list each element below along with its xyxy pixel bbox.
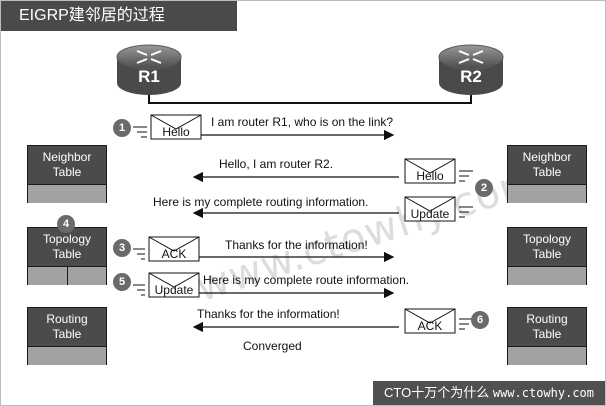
envelope-hello-1-label: Hello <box>162 125 190 139</box>
router-link <box>148 85 472 104</box>
step-4-badge: 4 <box>57 215 75 233</box>
message-2: Hello, I am router R2. <box>219 157 334 171</box>
r2-neighbor-table: Neighbor Table <box>507 145 587 203</box>
message-6: Thanks for the information! <box>197 307 340 321</box>
envelope-ack-2 <box>404 308 473 334</box>
r2-neighbor-table-subtitle: Table <box>532 165 562 179</box>
r1-topology-table-subtitle: Table <box>52 247 82 261</box>
envelope-update-1 <box>404 196 473 222</box>
router-r1-label: R1 <box>138 67 160 86</box>
r1-neighbor-table-body <box>28 184 106 203</box>
r1-neighbor-table-title: Neighbor <box>42 150 92 164</box>
envelope-update-2 <box>133 272 200 298</box>
footer-url: www.ctowhy.com <box>492 386 594 400</box>
footer-text: CTO十万个为什么 <box>384 385 490 400</box>
message-converged: Converged <box>243 339 302 353</box>
step-2-badge: 2 <box>475 179 493 197</box>
r1-routing-table-subtitle: Table <box>52 327 82 341</box>
router-r2-icon: R2 <box>438 44 504 95</box>
r2-routing-table-title: Routing <box>526 312 568 326</box>
envelope-ack-1 <box>133 236 200 262</box>
r2-routing-table-subtitle: Table <box>532 327 562 341</box>
message-4: Thanks for the information! <box>225 238 368 252</box>
r1-topology-table-title: Topology <box>42 232 92 246</box>
envelope-hello-1 <box>133 114 202 140</box>
diagram-title: EIGRP建邻居的过程 <box>1 1 237 31</box>
r1-routing-table-title: Routing <box>46 312 88 326</box>
step-5-badge: 5 <box>113 273 131 291</box>
message-3: Here is my complete routing information. <box>153 195 369 209</box>
r2-neighbor-table-title: Neighbor <box>522 150 572 164</box>
step-6-badge: 6 <box>471 311 489 329</box>
r1-routing-table: Routing Table <box>27 307 107 365</box>
router-r2-label: R2 <box>460 67 482 86</box>
message-1: I am router R1, who is on the link? <box>211 115 394 129</box>
r2-routing-table-body <box>508 346 586 365</box>
r1-neighbor-table: Neighbor Table <box>27 145 107 203</box>
envelope-hello-2 <box>404 158 473 184</box>
step-3-badge: 3 <box>113 239 131 257</box>
message-5: Here is my complete route information. <box>203 273 410 287</box>
envelope-update-1-label: Update <box>410 207 450 221</box>
r2-topology-table-title: Topology <box>522 232 572 246</box>
r1-routing-table-body <box>28 346 106 365</box>
router-r1-icon: R1 <box>116 44 182 95</box>
envelope-hello-2-label: Hello <box>416 169 444 183</box>
r1-topology-table-body <box>28 266 106 285</box>
envelope-ack-1-label: ACK <box>161 247 187 261</box>
step-1-badge: 1 <box>113 119 131 137</box>
r2-neighbor-table-body <box>508 184 586 203</box>
r2-topology-table-body <box>508 266 586 285</box>
r2-routing-table: Routing Table <box>507 307 587 365</box>
envelope-ack-2-label: ACK <box>417 319 443 333</box>
r2-topology-table: Topology Table <box>507 227 587 285</box>
r1-topology-table: Topology Table <box>27 227 107 285</box>
envelope-update-2-label: Update <box>154 283 194 297</box>
r2-topology-table-subtitle: Table <box>532 247 562 261</box>
footer-banner: CTO十万个为什么 www.ctowhy.com <box>373 381 605 405</box>
r1-neighbor-table-subtitle: Table <box>52 165 82 179</box>
